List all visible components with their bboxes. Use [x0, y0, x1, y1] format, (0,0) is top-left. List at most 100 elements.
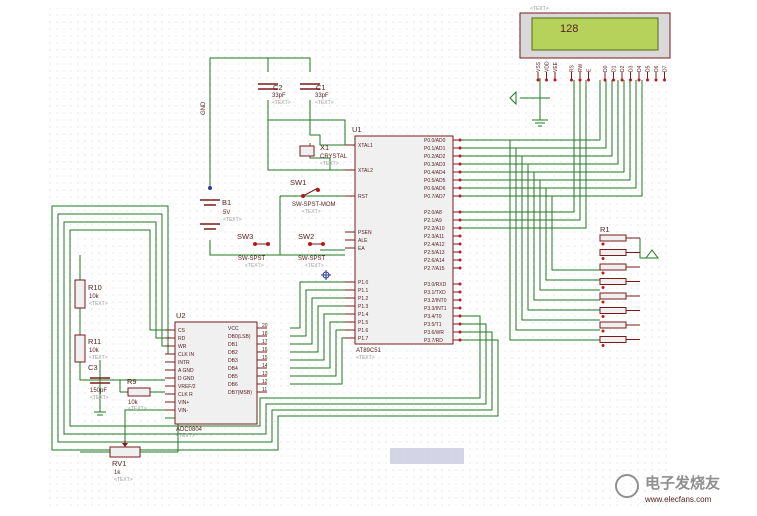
c1-hint: <TEXT> [315, 100, 334, 106]
lcd-pin-dot [570, 78, 573, 82]
sw1-ref: SW1 [290, 178, 306, 187]
potentiometer-rv1[interactable]: RV1 1k <TEXT> [109, 440, 141, 483]
rv1-value: 1k [114, 470, 121, 476]
resistor-r9[interactable]: R9 10k <TEXT> [127, 377, 151, 412]
u2-right-pin-label: VCC [228, 326, 239, 332]
r1-pin-dot [601, 257, 605, 260]
u1-body [354, 135, 454, 345]
sw1-hint: <TEXT> [302, 209, 321, 215]
lcd-pin-dot [545, 78, 548, 82]
u1-left-pin-label: EA [358, 246, 365, 252]
u2-pin-number: 20 [262, 323, 268, 329]
capacitor-c3[interactable]: C3 150pF <TEXT> [88, 363, 110, 416]
u1-right-pin-label: P0.0/AD0 [424, 138, 446, 144]
x1-hint: <TEXT> [320, 161, 339, 167]
lcd-pin-label: D0 [603, 65, 609, 72]
r1-pin-dot [601, 271, 605, 275]
wires [51, 57, 652, 453]
u2-right-pin-label: DB7(MSB) [228, 390, 252, 396]
lcd-ground-symbol [532, 119, 548, 127]
u1-left-pin-label: P1.6 [358, 328, 369, 334]
u1-left-pin-label: P1.7 [358, 336, 369, 342]
lcd-pin-dot [663, 78, 666, 82]
u1-left-pin-label: P1.5 [358, 320, 369, 326]
lcd-supply-arrow [509, 90, 517, 106]
chip-u1[interactable]: U1 XTAL1XTAL2RSTPSENALEEAP1.0P1.1P1.2P1.… [345, 125, 462, 361]
lcd-pin-dot [637, 78, 641, 82]
u1-right-pin-label: P3.6/WR [424, 330, 444, 336]
u1-right-pin-label: P0.6/AD6 [424, 186, 446, 192]
u1-right-pin-label: P0.2/AD2 [424, 154, 446, 160]
u1-right-pin-label: P0.5/AD5 [424, 178, 446, 184]
r1-element [599, 263, 627, 271]
resistor-r10[interactable]: R10 10k <TEXT> [74, 279, 108, 309]
battery-b1[interactable]: B1 5V <TEXT> [200, 186, 242, 230]
switch-sw1[interactable]: SW1 SW-SPST-MOM <TEXT> [290, 178, 336, 215]
lcd-pin-label: D5 [646, 65, 652, 72]
u2-left-pin-label: CLK R [178, 392, 193, 398]
u2-right-pin-label: DB0(LSB) [228, 334, 251, 340]
c2-hint: <TEXT> [272, 100, 291, 106]
r1-pin-dot [601, 242, 605, 246]
r1-resistors [599, 234, 640, 347]
lcd-screen [531, 17, 659, 51]
sw1-part: SW-SPST-MOM [292, 202, 336, 208]
switch-sw2[interactable]: SW2 SW-SPST <TEXT> [298, 232, 326, 269]
u1-left-pin-label: P1.4 [358, 312, 369, 318]
u2-body [174, 321, 258, 425]
r1-element [599, 249, 627, 256]
watermark-title: 电子发烧友 [645, 474, 720, 492]
u1-pin-dot [458, 330, 462, 334]
u2-right-pin-label: DB3 [228, 358, 238, 364]
r1-element [599, 321, 627, 329]
lcd-pin-dot [620, 78, 624, 82]
resistor-pack-r1[interactable]: R1 [599, 225, 659, 347]
u1-pin-dot [458, 250, 462, 254]
u1-left-pin-label: XTAL1 [358, 143, 373, 149]
capacitor-c2[interactable]: C2 33pF <TEXT> [258, 83, 291, 106]
u1-pin-dot [458, 138, 462, 142]
sw2-part: SW-SPST [298, 256, 326, 262]
u1-ref: U1 [352, 125, 362, 134]
r11-value: 10k [89, 348, 100, 354]
u1-pin-dot [458, 162, 462, 166]
u1-right-pin-label: P0.7/AD7 [424, 194, 446, 200]
rv1-hint: <TEXT> [114, 477, 133, 483]
lcd-pin-label: D1 [612, 65, 618, 72]
u1-pin-dot [458, 322, 462, 326]
u2-right-pin-label: DB2 [228, 350, 238, 356]
u2-left-pin-label: CLK IN [178, 352, 195, 358]
u2-left-pin-label: CS [178, 328, 186, 334]
u1-right-pin-label: P2.5/A13 [424, 250, 445, 256]
u1-left-pin-label: ALE [358, 238, 368, 244]
u2-right-pin-label: DB1 [228, 342, 238, 348]
u2-left-pin-label: VIN- [178, 408, 188, 414]
lcd-pin-label: D7 [663, 65, 669, 72]
u2-pin-number: 16 [262, 347, 268, 353]
lcd-pin-dot [536, 78, 540, 82]
u1-right-pin-label: P2.7/A15 [424, 266, 445, 272]
u1-pin-dot [458, 178, 462, 182]
r1-element [599, 292, 627, 300]
watermark: 电子发烧友 www.elecfans.com [390, 448, 720, 504]
r1-ref: R1 [600, 225, 610, 234]
lcd-pin-label: E [587, 68, 593, 72]
resistor-r11[interactable]: R11 10k <TEXT> [74, 334, 108, 363]
r1-element [599, 278, 627, 285]
switch-sw3[interactable]: SW3 SW-SPST <TEXT> [237, 232, 270, 269]
u1-pin-dot [458, 314, 462, 318]
r1-pin-dot [601, 286, 605, 289]
crystal-x1[interactable]: X1 CRYSTAL <TEXT> [299, 143, 348, 167]
r1-pin-dot [601, 329, 605, 333]
u1-right-pin-label: P0.4/AD4 [424, 170, 446, 176]
u1-right-pin-label: P3.0/RXD [424, 282, 447, 288]
capacitor-c1[interactable]: C1 33pF <TEXT> [300, 83, 334, 106]
u1-pin-dot [458, 226, 462, 230]
lcd-pin-dot [578, 78, 582, 82]
gnd-label: GND [201, 101, 207, 115]
u1-part: AT89C51 [356, 348, 382, 354]
u2-ref: U2 [176, 311, 186, 320]
